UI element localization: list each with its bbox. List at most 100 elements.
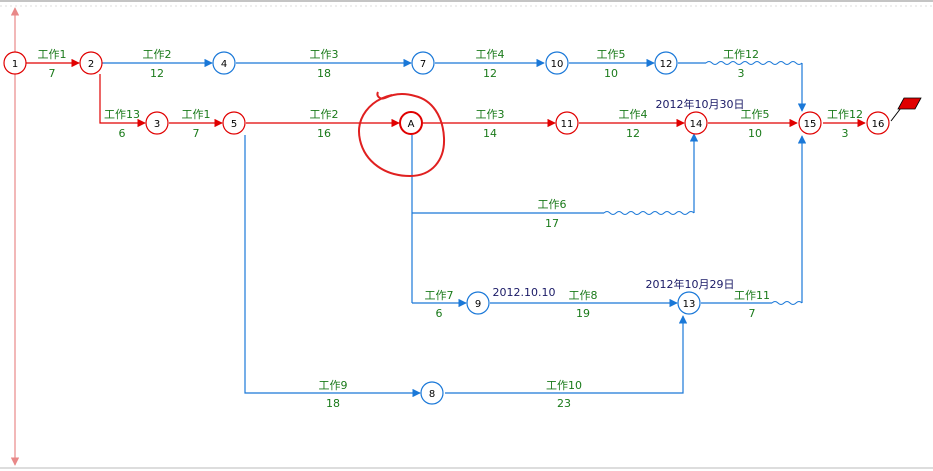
node-circle[interactable] [3, 51, 27, 75]
activity-duration: 14 [483, 127, 497, 140]
node-label: 16 [872, 119, 885, 130]
node-label: 4 [221, 59, 227, 70]
node-circle[interactable] [145, 111, 169, 135]
activity-duration: 3 [842, 127, 849, 140]
activity-name: 工作12 [827, 108, 863, 121]
node-circle[interactable] [654, 51, 678, 75]
date-label-node-14: 2012年10月30日 [656, 97, 745, 111]
activity-name: 工作10 [546, 379, 582, 392]
activity-name: 工作9 [319, 379, 348, 392]
activity-name: 工作4 [619, 108, 648, 121]
activity-name: 工作13 [104, 108, 140, 121]
node-circle[interactable] [212, 51, 236, 75]
activity-name: 工作3 [476, 108, 505, 121]
arrow-2-3[interactable] [99, 74, 146, 128]
finish-flag-icon [897, 97, 922, 110]
activity-duration: 12 [150, 67, 164, 80]
node-8[interactable]: 8 [420, 381, 444, 405]
node-circle[interactable] [399, 111, 423, 135]
node-circle[interactable] [79, 51, 103, 75]
node-label: 3 [154, 119, 160, 130]
node-label: 10 [551, 59, 564, 70]
activity-name: 工作5 [741, 108, 770, 121]
activity-name: 工作1 [182, 108, 211, 121]
activity-duration: 23 [557, 397, 571, 410]
activity-name: 工作5 [597, 48, 626, 61]
node-label: 11 [561, 119, 574, 130]
node-14[interactable]: 14 [684, 111, 708, 135]
arrow-8-13[interactable] [445, 315, 688, 394]
free-float-wave-11 [771, 301, 803, 305]
node-circle[interactable] [420, 381, 444, 405]
node-3[interactable]: 3 [145, 111, 169, 135]
node-label: 5 [231, 119, 237, 130]
node-circle[interactable] [466, 291, 490, 315]
node-A[interactable]: A [399, 111, 423, 135]
activity-duration: 6 [436, 307, 443, 320]
activity-duration: 7 [193, 127, 200, 140]
activity-name: 工作12 [723, 48, 759, 61]
activity-duration: 10 [604, 67, 618, 80]
highlight-circle [358, 91, 446, 178]
node-7[interactable]: 7 [411, 51, 435, 75]
node-15[interactable]: 15 [798, 111, 822, 135]
node-9[interactable]: 9 [466, 291, 490, 315]
activity-duration: 10 [748, 127, 762, 140]
activity-name: 工作2 [310, 108, 339, 121]
activity-name: 工作6 [538, 198, 567, 211]
activity-duration: 16 [317, 127, 331, 140]
activity-duration: 7 [49, 67, 56, 80]
node-13[interactable]: 13 [677, 291, 701, 315]
node-circle[interactable] [684, 111, 708, 135]
node-12[interactable]: 12 [654, 51, 678, 75]
activity-duration: 12 [626, 127, 640, 140]
activity-name: 工作7 [425, 289, 454, 302]
activity-duration: 18 [317, 67, 331, 80]
activity-duration: 17 [545, 217, 559, 230]
date-label-node-9: 2012.10.10 [493, 286, 556, 299]
activity-duration: 7 [749, 307, 756, 320]
activity-name: 工作2 [143, 48, 172, 61]
activity-labels: 工作1 7 工作2 12 工作3 18 工作4 12 工作5 10 工作12 3… [38, 48, 864, 410]
node-label: 15 [804, 119, 817, 130]
node-16[interactable]: 16 [866, 111, 890, 135]
activity-duration: 19 [576, 307, 590, 320]
activity-name: 工作8 [569, 289, 598, 302]
node-5[interactable]: 5 [222, 111, 246, 135]
free-float-wave-12 [705, 61, 803, 65]
node-label: 2 [88, 59, 94, 70]
activity-name: 工作4 [476, 48, 505, 61]
node-label: 12 [660, 59, 673, 70]
activity-duration: 18 [326, 397, 340, 410]
node-label: 14 [690, 119, 703, 130]
node-label: A [408, 119, 415, 130]
node-circle[interactable] [411, 51, 435, 75]
node-4[interactable]: 4 [212, 51, 236, 75]
free-float-wave-6 [603, 211, 695, 215]
activity-name: 工作11 [734, 289, 770, 302]
node-circle[interactable] [555, 111, 579, 135]
node-circle[interactable] [798, 111, 822, 135]
node-2[interactable]: 2 [79, 51, 103, 75]
node-label: 8 [429, 389, 435, 400]
date-label-node-13: 2012年10月29日 [646, 277, 735, 291]
arrow-5-8[interactable] [244, 135, 421, 398]
node-circle[interactable] [677, 291, 701, 315]
node-label: 1 [12, 59, 18, 70]
node-10[interactable]: 10 [545, 51, 569, 75]
node-circle[interactable] [222, 111, 246, 135]
node-label: 7 [420, 59, 426, 70]
node-label: 9 [475, 299, 481, 310]
activity-name: 工作3 [310, 48, 339, 61]
activity-duration: 3 [738, 67, 745, 80]
node-11[interactable]: 11 [555, 111, 579, 135]
activity-duration: 12 [483, 67, 497, 80]
node-circle[interactable] [866, 111, 890, 135]
node-1[interactable]: 1 [3, 51, 27, 75]
activity-name: 工作1 [38, 48, 67, 61]
node-label: 13 [683, 299, 696, 310]
node-circle[interactable] [545, 51, 569, 75]
activity-duration: 6 [119, 127, 126, 140]
